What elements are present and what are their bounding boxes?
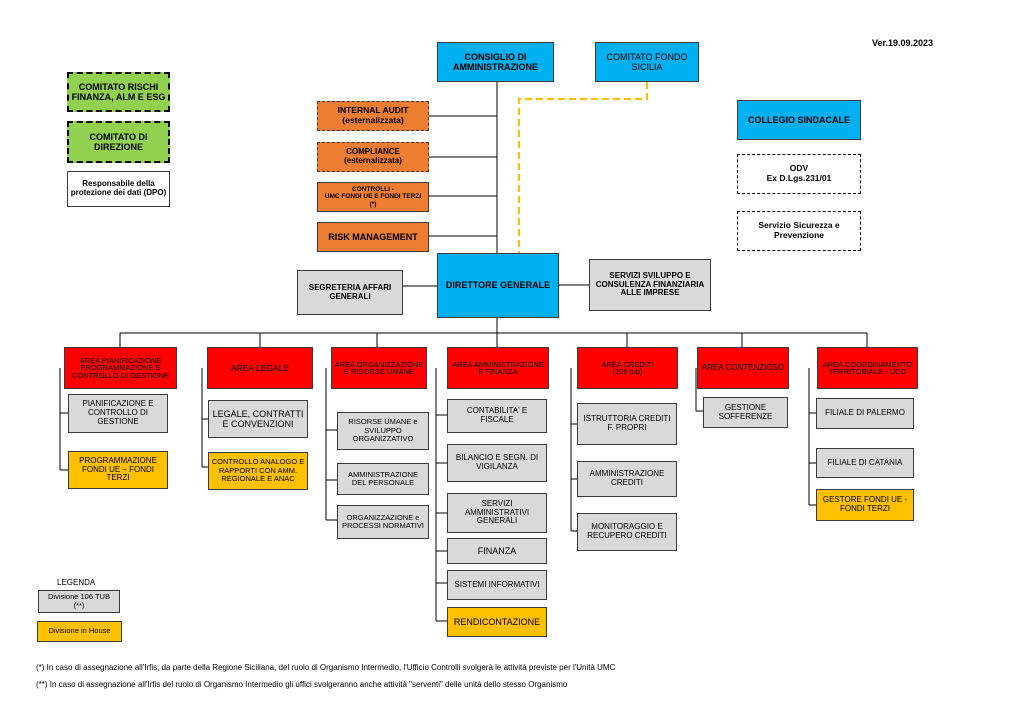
legend-division-106: Divisione 106 TUB (**) [38,590,120,613]
unit-budget-supervision: BILANCIO E SEGN. DI VIGILANZA [447,444,547,482]
risk-committee-box: COMITATO RISCHI FINANZA, ALM E ESG [67,72,170,112]
unit-planning-control: PIANIFICAZIONE E CONTROLLO DI GESTIONE [68,394,168,433]
secretariat-box: SEGRETERIA AFFARI GENERALI [297,270,403,315]
area-planning: AREA PIANIFICAZIONE PROGRAMMAZIONE E CON… [64,347,177,389]
internal-audit-box: INTERNAL AUDIT (esternalizzata) [317,101,429,131]
board-box: CONSIGLIO DI AMMINISTRAZIONE [437,42,554,82]
general-manager-box: DIRETTORE GENERALE [437,253,559,318]
unit-eu-funds-manager: GESTORE FONDI UE - FONDI TERZI [816,489,914,521]
risk-management-box: RISK MANAGEMENT [317,222,429,252]
version-label: Ver.19.09.2023 [872,38,934,48]
unit-credit-recovery: MONITORAGGIO E RECUPERO CREDITI [577,513,677,551]
unit-eu-funds-programming: PROGRAMMAZIONE FONDI UE – FONDI TERZI [68,451,168,489]
footnote-intermediate-body: (**) In caso di assegnazione all'Irfis d… [36,680,568,689]
legend-division-house: Divisione in House [37,621,122,642]
area-coordination: AREA COORDINAMENTO TERRITORIALE - UCO [817,347,918,389]
statutory-board-box: COLLEGIO SINDACALE [737,100,861,140]
area-litigation: AREA CONTENZIOSO [697,347,789,389]
unit-admin-services: SERVIZI AMMINISTRATIVI GENERALI [447,493,547,533]
unit-palermo-branch: FILIALE DI PALERMO [816,398,914,429]
area-administration: AREA AMMINISTRAZIONE E FINANZA [447,347,549,389]
footnote-umc: (*) In caso di assegnazione all'Irfis, d… [36,663,616,672]
unit-reporting: RENDICONTAZIONE [447,607,547,637]
fund-committee-box: COMITATO FONDO SICILIA [595,42,699,82]
unit-legal-contracts: LEGALE, CONTRATTI E CONVENZIONI [208,400,308,438]
unit-information-systems: SISTEMI INFORMATIVI [447,570,547,600]
unit-accounting-tax: CONTABILITA' E FISCALE [447,399,547,433]
unit-credit-admin: AMMINISTRAZIONE CREDITI [577,461,677,497]
unit-catania-branch: FILIALE DI CATANIA [816,448,914,478]
unit-personnel-admin: AMMINISTRAZIONE DEL PERSONALE [337,463,429,495]
area-legal: AREA LEGALE [207,347,313,389]
unit-bad-loans: GESTIONE SOFFERENZE [703,397,788,428]
dev-services-box: SERVIZI SVILUPPO E CONSULENZA FINANZIARI… [589,259,711,311]
unit-analog-control: CONTROLLO ANALOGO E RAPPORTI CON AMM. RE… [208,452,308,490]
dpo-box: Responsabile della protezione dei dati (… [67,171,170,207]
compliance-box: COMPLIANCE (esternalizzata) [317,142,429,172]
odv-box: ODV Ex D.Lgs.231/01 [737,154,861,194]
unit-credit-investigation: ISTRUTTORIA CREDITI F. PROPRI [577,403,677,445]
direction-committee-box: COMITATO DI DIREZIONE [67,121,170,163]
unit-finance: FINANZA [447,538,547,564]
unit-organization-processes: ORGANIZZAZIONE e PROCESSI NORMATIVI [337,505,429,539]
area-credits: AREA CREDITI (106 tub) [577,347,678,389]
safety-service-box: Servizio Sicurezza e Prevenzione [737,211,861,251]
unit-human-resources: RISORSE UMANE e SVILUPPO ORGANIZZATIVO [337,412,429,450]
area-organization: AREA ORGANIZZAZIONE E RISORSE UMANE [331,347,427,389]
controls-umc-box: CONTROLLI - UMC FONDI UE E FONDI TERZI (… [317,182,429,212]
legend-title: LEGENDA [57,578,96,587]
